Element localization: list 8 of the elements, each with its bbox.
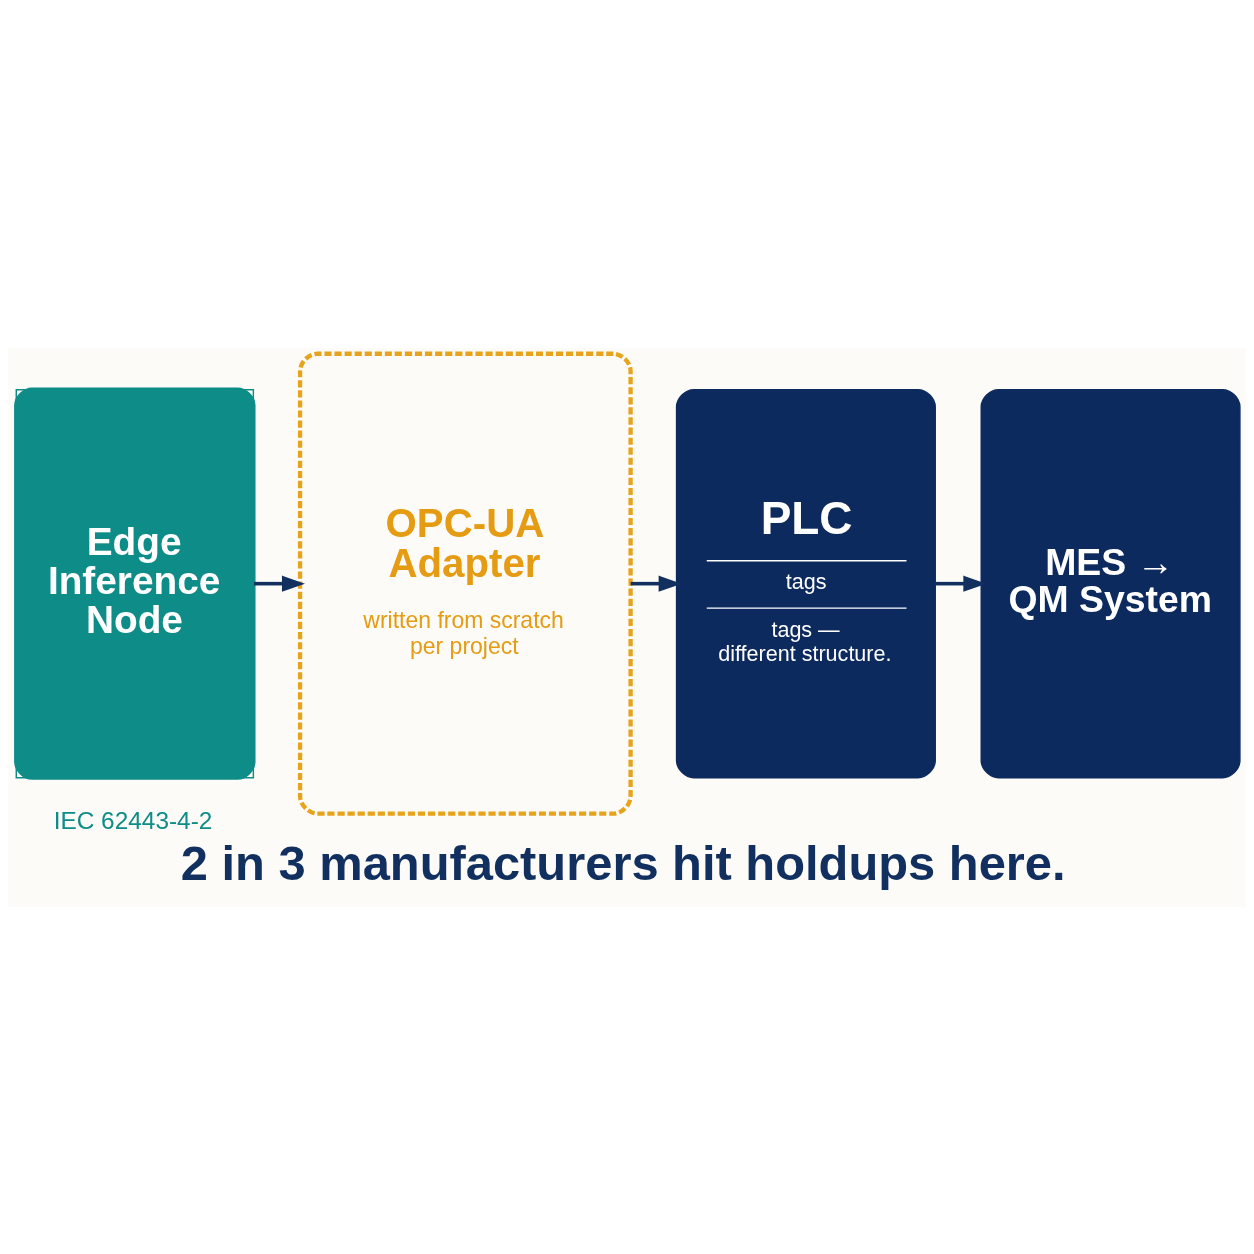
caption: 2 in 3 manufacturers hit holdups here.	[180, 835, 1066, 890]
node-box: MES → QM System	[980, 388, 1241, 778]
node-box: PLC tags tags — different structure.	[675, 388, 936, 778]
node-label: IEC 62443-4-2	[53, 806, 213, 834]
arrow	[254, 575, 305, 592]
arrow	[935, 575, 987, 592]
node-box: OPC-UA Adapter written from scratch per project	[297, 351, 633, 816]
arrow	[630, 575, 682, 592]
